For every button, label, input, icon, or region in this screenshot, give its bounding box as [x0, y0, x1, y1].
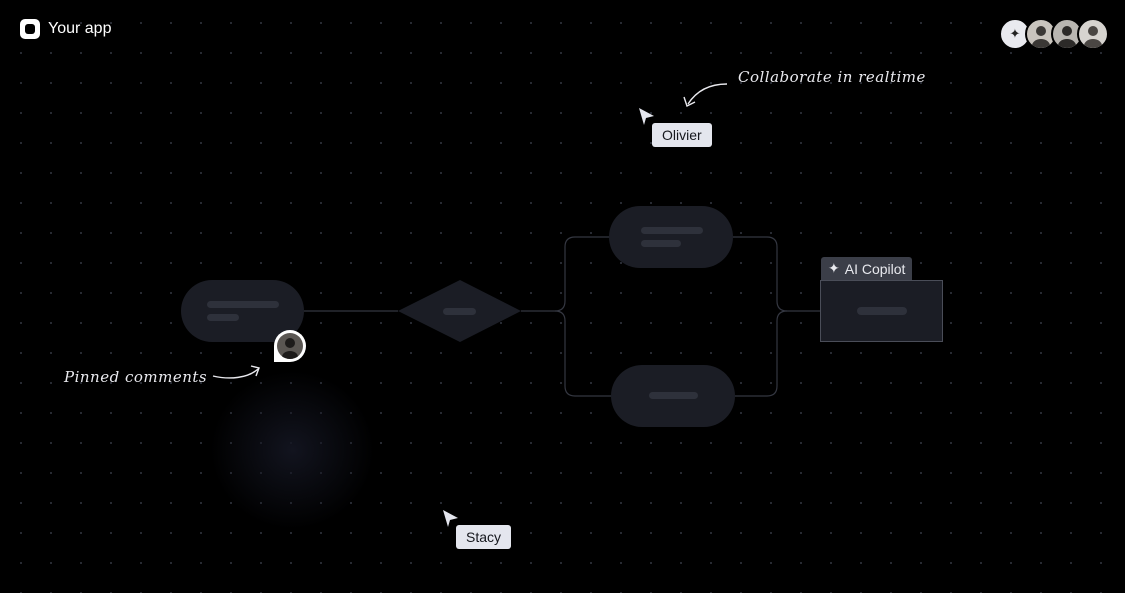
- app-header: Your app: [20, 19, 111, 39]
- cursor-pointer-icon: [639, 108, 654, 125]
- person-icon: [282, 338, 298, 359]
- pinned-comment-avatar[interactable]: [274, 330, 306, 362]
- annotation-arrow-head: [250, 365, 260, 377]
- app-logo-icon: [20, 19, 40, 39]
- edge: [554, 310, 611, 397]
- person-icon: [1084, 26, 1102, 48]
- node-line: [641, 240, 681, 247]
- comment-thread-shadow: [210, 370, 375, 530]
- person-icon: [1058, 26, 1076, 48]
- annotation-arrow: [212, 368, 259, 379]
- node-line: [443, 308, 476, 315]
- flow-node-branch-top[interactable]: [609, 206, 733, 268]
- avatar[interactable]: [1077, 18, 1109, 50]
- avatar[interactable]: [1051, 18, 1083, 50]
- avatar: [277, 333, 303, 359]
- edge: [521, 236, 609, 312]
- cursor-label-olivier: Olivier: [652, 123, 712, 147]
- collaborator-avatars: ✦: [999, 18, 1109, 50]
- edge: [733, 236, 820, 312]
- node-line: [641, 227, 703, 234]
- ai-copilot-tag[interactable]: ✦ AI Copilot: [821, 257, 913, 280]
- cursor-pointer-icon: [443, 510, 458, 527]
- node-line: [207, 301, 279, 308]
- cursor-label-stacy: Stacy: [456, 525, 512, 549]
- sparkle-icon: ✦: [1009, 26, 1021, 41]
- ai-copilot-label: AI Copilot: [844, 260, 906, 277]
- edge: [735, 310, 788, 397]
- sparkle-icon: ✦: [828, 260, 840, 276]
- app-title: Your app: [48, 20, 112, 37]
- annotation-pinned-comments: Pinned comments: [64, 368, 208, 386]
- node-line: [207, 314, 239, 321]
- annotation-arrow-head: [683, 96, 696, 107]
- annotation-collaborate: Collaborate in realtime: [738, 68, 926, 86]
- annotation-arrow: [687, 83, 728, 105]
- avatar[interactable]: [1025, 18, 1057, 50]
- node-line: [649, 392, 698, 399]
- person-icon: [1032, 26, 1050, 48]
- node-line: [857, 307, 907, 315]
- flow-node-start[interactable]: [181, 280, 304, 342]
